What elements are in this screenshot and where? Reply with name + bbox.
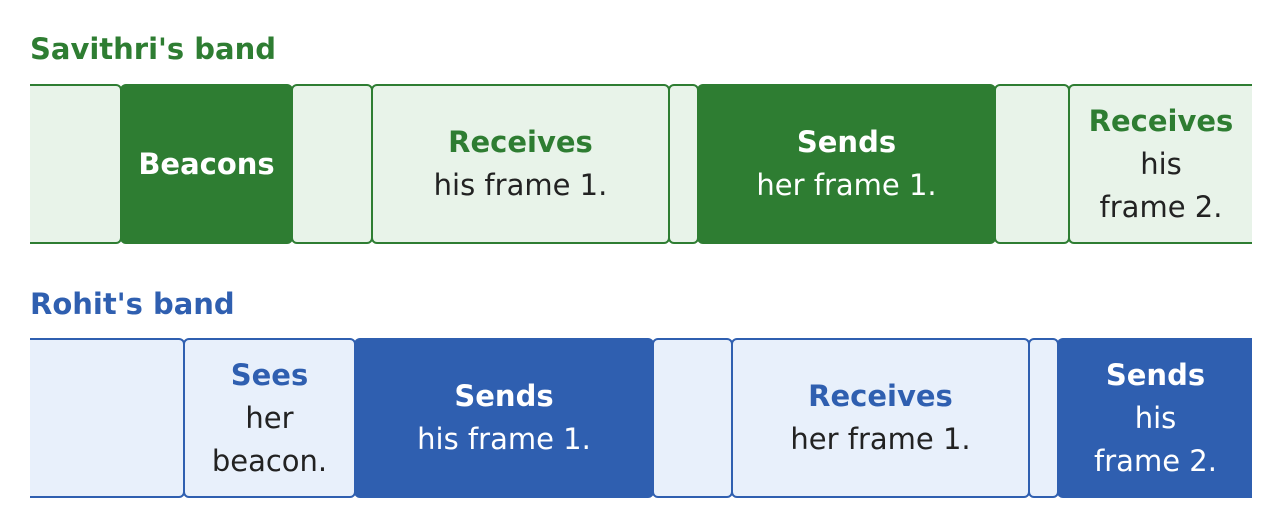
savithri-sends-object: her frame 1. xyxy=(756,168,937,202)
rohit-sends-verb: Sends xyxy=(454,379,554,413)
savithri-receives-frame-1-block: Receives his frame 1. xyxy=(371,84,670,244)
rohit-receives-frame-1-block: Receives her frame 1. xyxy=(731,338,1030,498)
rohit-sends-object: his frame 1. xyxy=(417,422,591,456)
rohit-gap-3 xyxy=(1028,338,1059,498)
rohit-sends-2-object: his frame 2. xyxy=(1094,400,1217,478)
savithri-receives-frame-2-block: Receives his frame 2. xyxy=(1068,84,1252,244)
savithri-sends-verb: Sends xyxy=(796,125,897,159)
savithri-gap-1 xyxy=(30,84,122,244)
savithri-receives-verb: Receives xyxy=(448,125,593,159)
rohit-band-title: Rohit's band xyxy=(30,287,235,321)
savithri-receives-2-object: his frame 2. xyxy=(1099,146,1223,224)
savithri-gap-4 xyxy=(994,84,1070,244)
savithri-beacons-verb: Beacons xyxy=(138,146,275,181)
rohit-sees-beacon-block: Sees her beacon. xyxy=(183,338,356,498)
savithri-band-title: Savithri's band xyxy=(30,32,277,66)
rohit-gap-2 xyxy=(652,338,733,498)
savithri-gap-3 xyxy=(668,84,699,244)
rohit-receives-object: her frame 1. xyxy=(790,422,971,456)
savithri-sends-frame-1-block: Sends her frame 1. xyxy=(697,84,996,244)
savithri-band-row: Beacons Receives his frame 1. Sends her … xyxy=(30,84,1252,244)
rohit-sees-object: her beacon. xyxy=(211,400,328,478)
savithri-beacons-block: Beacons xyxy=(120,84,293,244)
savithri-receives-2-verb: Receives xyxy=(1088,103,1234,138)
rohit-band-row: Sees her beacon. Sends his frame 1. Rece… xyxy=(30,338,1252,498)
rohit-receives-verb: Receives xyxy=(808,379,953,413)
savithri-gap-2 xyxy=(291,84,373,244)
rohit-sees-verb: Sees xyxy=(230,357,309,392)
savithri-receives-object: his frame 1. xyxy=(433,168,608,202)
rohit-sends-2-verb: Sends xyxy=(1105,357,1206,392)
rohit-sends-frame-2-block: Sends his frame 2. xyxy=(1057,338,1252,498)
rohit-gap-1 xyxy=(30,338,185,498)
rohit-sends-frame-1-block: Sends his frame 1. xyxy=(354,338,654,498)
